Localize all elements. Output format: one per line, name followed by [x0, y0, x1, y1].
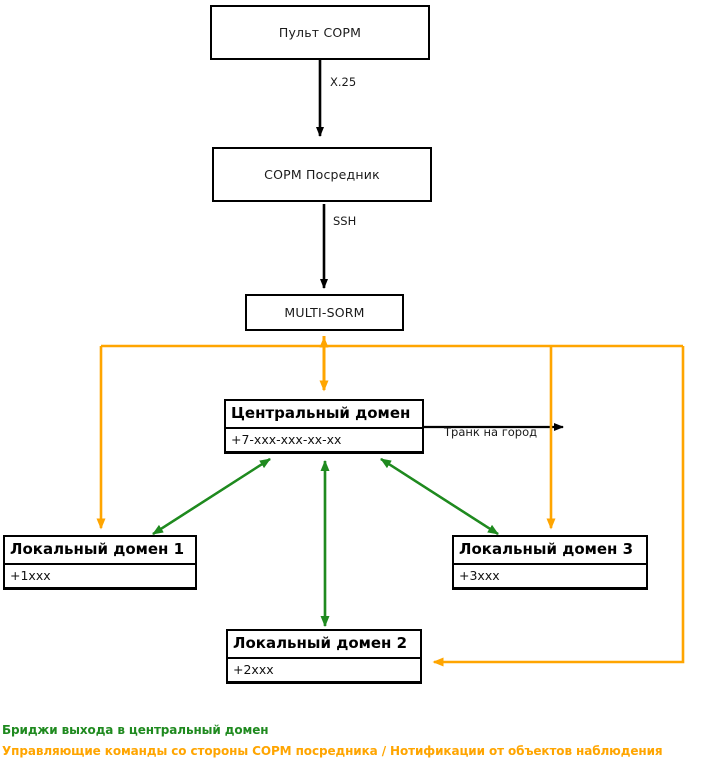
node-multi-sorm-label: MULTI-SORM — [284, 305, 365, 320]
legend-item-green-bridges: Бриджи выхода в центральный домен — [2, 723, 269, 737]
node-local-domain-3-operations — [454, 589, 646, 593]
node-local-domain-1-title: Локальный домен 1 — [5, 537, 195, 565]
node-local-domain-3-title: Локальный домен 3 — [454, 537, 646, 565]
node-sorm-posrednik-label: СОРМ Посредник — [264, 167, 380, 182]
node-pult-sorm-label: Пульт СОРМ — [278, 25, 362, 40]
node-local-domain-2-attr: +2xxx — [228, 659, 420, 683]
node-central-domain[interactable]: Центральный домен +7-ххх-ххх-хх-хх — [224, 399, 424, 454]
node-central-domain-attr: +7-ххх-ххх-хх-хх — [226, 429, 422, 453]
edge-label-ssh: SSH — [333, 214, 357, 228]
node-local-domain-3-attr: +3xxx — [454, 565, 646, 589]
edge-orange-to-local2 — [432, 346, 685, 667]
edge-central-local3-bridge — [380, 457, 499, 536]
node-local-domain-2-operations — [228, 683, 420, 687]
node-multi-sorm[interactable]: MULTI-SORM — [245, 294, 404, 331]
node-local-domain-3[interactable]: Локальный домен 3 +3xxx — [452, 535, 648, 590]
node-local-domain-1-operations — [5, 589, 195, 593]
node-sorm-posrednik[interactable]: СОРМ Посредник — [212, 147, 432, 202]
node-pult-sorm[interactable]: Пульт СОРМ — [210, 5, 430, 60]
node-central-domain-operations — [226, 453, 422, 457]
edge-label-x25: X.25 — [330, 75, 357, 89]
legend-item-orange-control: Управляющие команды со стороны СОРМ поср… — [2, 744, 663, 758]
node-central-domain-title: Центральный домен — [226, 401, 422, 429]
node-local-domain-2[interactable]: Локальный домен 2 +2xxx — [226, 629, 422, 684]
edge-central-local1-bridge — [152, 457, 271, 536]
edge-label-trunk: Транк на город — [444, 425, 538, 439]
node-local-domain-2-title: Локальный домен 2 — [228, 631, 420, 659]
node-local-domain-1-attr: +1xxx — [5, 565, 195, 589]
node-local-domain-1[interactable]: Локальный домен 1 +1xxx — [3, 535, 197, 590]
